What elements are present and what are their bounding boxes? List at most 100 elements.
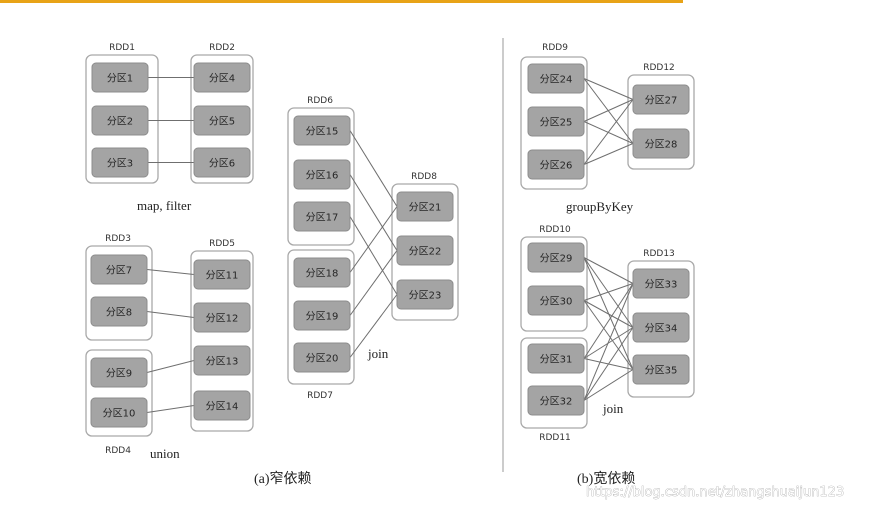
partition-label-23: 分区23 [409, 290, 442, 302]
partition-16 [293, 159, 351, 190]
partition-label-10: 分区10 [103, 408, 136, 420]
op-map-filter: map, filter [137, 198, 192, 213]
partition-8 [90, 296, 148, 327]
partition-label-28: 分区28 [645, 139, 678, 151]
partition-35 [632, 354, 690, 385]
edge-32-35 [583, 369, 634, 401]
partition-33 [632, 268, 690, 299]
rdd-label-rdd11: RDD11 [539, 433, 571, 443]
partition-label-4: 分区4 [209, 73, 235, 85]
partition-25 [527, 106, 585, 137]
partition-label-24: 分区24 [540, 74, 573, 86]
partition-label-22: 分区22 [409, 246, 442, 258]
partition-label-13: 分区13 [206, 356, 239, 368]
partition-12 [193, 302, 251, 333]
partition-2 [91, 105, 149, 136]
partition-label-18: 分区18 [306, 268, 339, 280]
partition-30 [527, 285, 585, 316]
edge-9-13 [146, 360, 195, 373]
partition-28 [632, 128, 690, 159]
partition-label-33: 分区33 [645, 279, 678, 291]
partition-label-1: 分区1 [107, 73, 133, 85]
partition-label-25: 分区25 [540, 117, 573, 129]
edge-32-33 [583, 283, 634, 401]
edge-30-33 [583, 283, 634, 301]
partition-24 [527, 63, 585, 94]
edge-10-14 [146, 405, 195, 413]
edge-19-22 [349, 250, 398, 316]
partition-9 [90, 357, 148, 388]
edge-24-27 [583, 78, 634, 100]
top-accent-bar [0, 0, 683, 3]
partition-label-5: 分区5 [209, 116, 235, 128]
edge-15-21 [349, 130, 398, 207]
partition-27 [632, 84, 690, 115]
op-join-narrow: join [367, 346, 389, 361]
partition-15 [293, 115, 351, 146]
rdd-frame-rdd5 [190, 250, 254, 432]
partition-label-20: 分区20 [306, 353, 339, 365]
rdd-label-rdd1: RDD1 [109, 43, 135, 53]
edge-18-21 [349, 206, 398, 273]
partition-label-35: 分区35 [645, 365, 678, 377]
rdd-label-rdd4: RDD4 [105, 446, 131, 456]
op-group-by-key: groupByKey [566, 199, 634, 214]
partition-label-27: 分区27 [645, 95, 678, 107]
edge-31-33 [583, 283, 634, 359]
partition-label-7: 分区7 [106, 265, 132, 277]
rdd-label-rdd9: RDD9 [542, 43, 568, 53]
partition-label-16: 分区16 [306, 170, 339, 182]
edge-8-12 [146, 311, 195, 318]
partition-3 [91, 147, 149, 178]
partition-22 [396, 235, 454, 266]
partition-label-2: 分区2 [107, 116, 133, 128]
edge-7-11 [146, 269, 195, 275]
partition-label-31: 分区31 [540, 354, 573, 366]
caption-narrow-dependency: (a)窄依赖 [254, 470, 312, 487]
partition-20 [293, 342, 351, 373]
partition-label-9: 分区9 [106, 368, 132, 380]
edge-29-33 [583, 257, 634, 284]
rdd-label-rdd13: RDD13 [643, 249, 675, 259]
partition-label-29: 分区29 [540, 253, 573, 265]
partition-26 [527, 149, 585, 180]
partition-32 [527, 385, 585, 416]
partition-label-15: 分区15 [306, 126, 339, 138]
edge-25-27 [583, 99, 634, 122]
partition-label-12: 分区12 [206, 313, 239, 325]
partition-18 [293, 257, 351, 288]
partition-label-17: 分区17 [306, 212, 339, 224]
partition-label-34: 分区34 [645, 323, 678, 335]
partition-13 [193, 345, 251, 376]
op-join-wide: join [602, 401, 624, 416]
rdd-label-rdd12: RDD12 [643, 63, 675, 73]
partition-17 [293, 201, 351, 232]
partition-21 [396, 191, 454, 222]
partition-5 [193, 105, 251, 136]
partition-11 [193, 259, 251, 290]
partition-label-14: 分区14 [206, 401, 239, 413]
edge-16-22 [349, 174, 398, 251]
edge-17-23 [349, 216, 398, 295]
edge-30-35 [583, 300, 634, 370]
partition-label-30: 分区30 [540, 296, 573, 308]
rdd-label-rdd2: RDD2 [209, 43, 235, 53]
rdd-label-rdd10: RDD10 [539, 225, 571, 235]
partitions: 分区1分区2分区3分区4分区5分区6分区7分区8分区9分区10分区11分区12分… [90, 62, 690, 428]
partition-label-21: 分区21 [409, 202, 442, 214]
partition-31 [527, 343, 585, 374]
partition-label-19: 分区19 [306, 311, 339, 323]
partition-label-8: 分区8 [106, 307, 132, 319]
partition-23 [396, 279, 454, 310]
partition-10 [90, 397, 148, 428]
partition-29 [527, 242, 585, 273]
caption-wide-dependency: (b)宽依赖 [577, 470, 635, 487]
partition-label-3: 分区3 [107, 158, 133, 170]
rdd-label-rdd6: RDD6 [307, 96, 333, 106]
partition-label-26: 分区26 [540, 160, 573, 172]
partition-6 [193, 147, 251, 178]
partition-19 [293, 300, 351, 331]
partition-4 [193, 62, 251, 93]
